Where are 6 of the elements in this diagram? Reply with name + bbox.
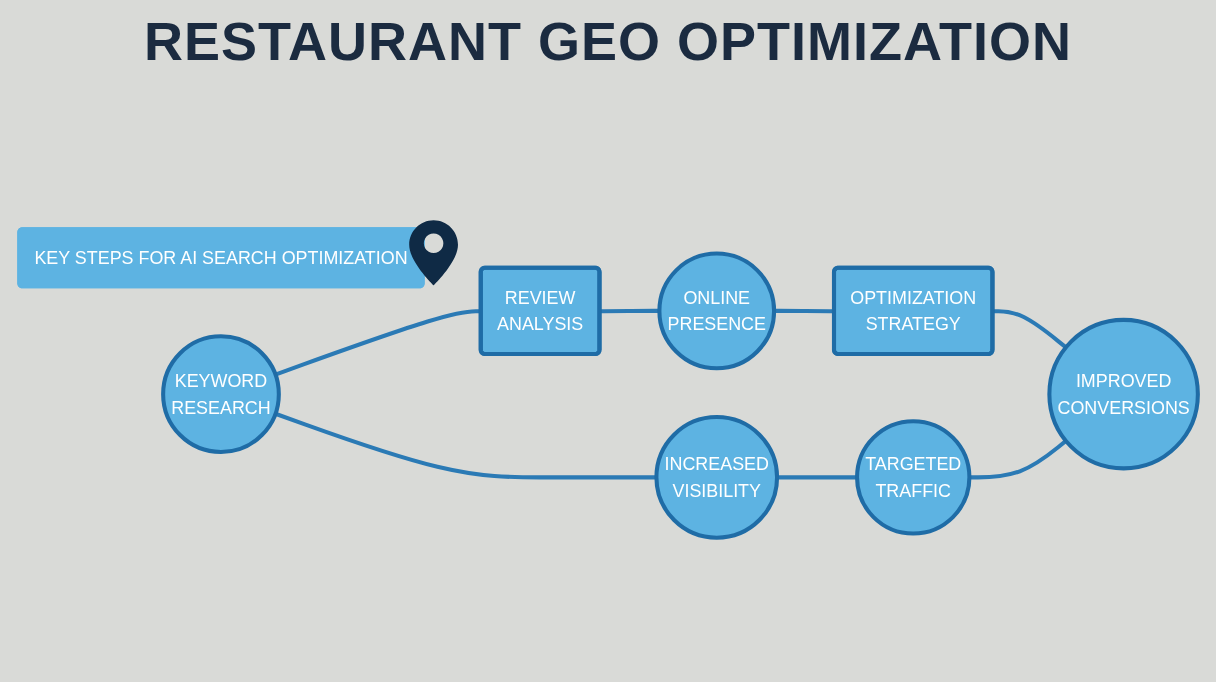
node-circle: ONLINE PRESENCE — [657, 251, 777, 371]
node-circle: IMPROVED CONVERSIONS — [1047, 317, 1200, 471]
diagram-title: RESTAURANT GEO OPTIMIZATION — [143, 10, 1073, 72]
node-circle: TARGETED TRAFFIC — [855, 419, 972, 536]
node-circle: INCREASED VISIBILITY — [654, 415, 780, 540]
node-circle: KEYWORD RESEARCH — [161, 334, 281, 454]
